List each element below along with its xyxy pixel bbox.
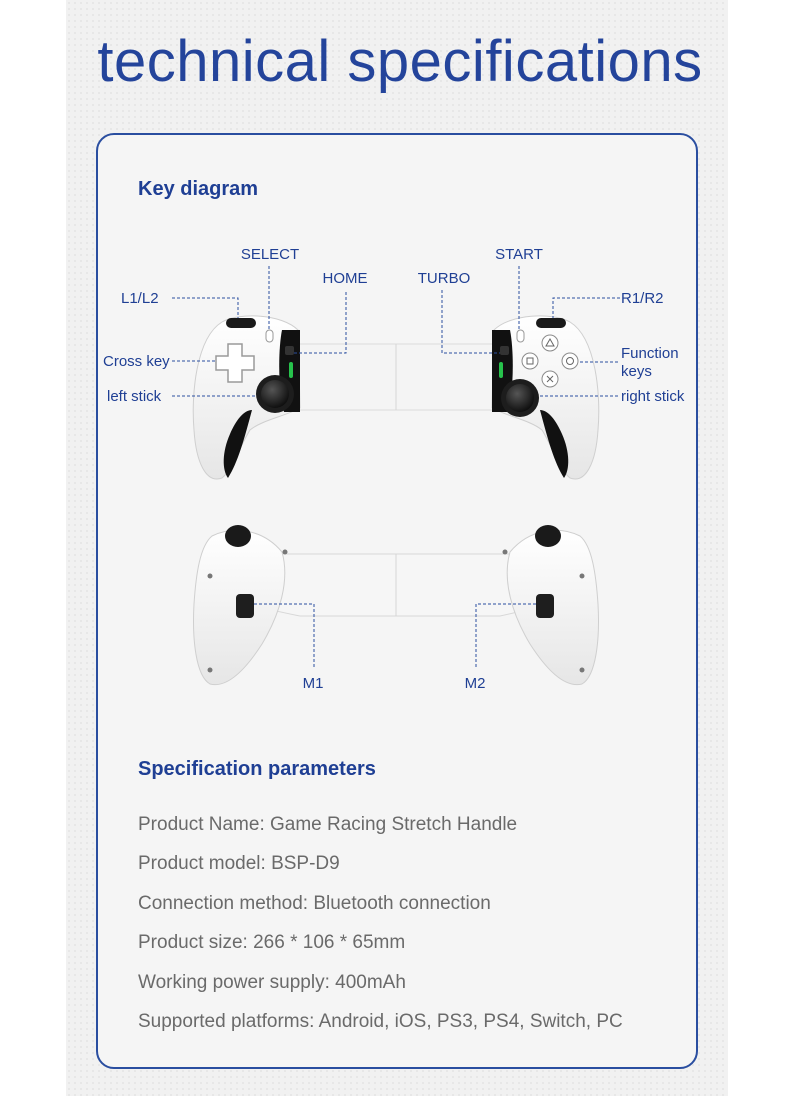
spec-params-title: Specification parameters <box>138 758 376 780</box>
label-cross-key: Cross key <box>103 353 170 370</box>
spec-product-size: Product size: 266 * 106 * 65mm <box>138 932 406 954</box>
back-screw-3 <box>207 573 213 579</box>
label-l1l2: L1/L2 <box>121 290 159 307</box>
left-led <box>289 362 293 378</box>
cross-key[interactable] <box>215 343 255 383</box>
right-stick[interactable] <box>506 384 534 412</box>
label-m1: M1 <box>303 675 324 692</box>
back-screw-1 <box>282 549 288 555</box>
start-button[interactable] <box>516 329 525 343</box>
cross-icon <box>546 375 554 383</box>
leader-home <box>294 292 347 354</box>
circle-button[interactable] <box>561 352 579 370</box>
label-function-keys-2: keys <box>621 363 652 380</box>
back-screw-2 <box>502 549 508 555</box>
label-start: START <box>495 246 543 263</box>
spec-power-supply: Working power supply: 400mAh <box>138 971 406 993</box>
right-led <box>499 362 503 378</box>
left-grip <box>192 315 301 480</box>
spec-list: Product Name: Game Racing Stretch Handle… <box>138 812 698 1048</box>
left-grip-accent <box>223 410 252 478</box>
label-m2: M2 <box>465 675 486 692</box>
turbo-button[interactable] <box>500 346 509 355</box>
spec-product-name: Product Name: Game Racing Stretch Handle <box>138 814 518 835</box>
m1-button[interactable] <box>236 594 254 618</box>
spec-platforms: Supported platforms: Android, iOS, PS3, … <box>138 1010 623 1032</box>
label-select: SELECT <box>241 246 299 263</box>
left-stick[interactable] <box>261 380 289 408</box>
page-title: technical specifications <box>97 29 703 94</box>
controller-diagram: SELECT START HOME TURBO L1/L2 R1/R2 Cros… <box>103 246 685 692</box>
label-function-keys-1: Function <box>621 345 679 362</box>
triangle-icon <box>545 337 555 347</box>
leader-l1l2 <box>172 297 239 318</box>
leader-m1 <box>254 603 315 668</box>
label-turbo: TURBO <box>418 270 471 287</box>
back-screw-6 <box>579 667 585 673</box>
square-icon <box>526 357 534 365</box>
key-diagram-title: Key diagram <box>138 178 259 200</box>
back-left-trigger[interactable] <box>225 525 251 547</box>
controller-front-view <box>172 266 620 480</box>
label-right-stick: right stick <box>621 388 685 405</box>
label-r1r2: R1/R2 <box>621 290 664 307</box>
back-screw-4 <box>579 573 585 579</box>
label-home: HOME <box>323 270 368 287</box>
leader-turbo <box>441 290 500 354</box>
l1-l2-button[interactable] <box>226 318 256 328</box>
controller-back-view <box>193 525 599 686</box>
square-button[interactable] <box>521 352 539 370</box>
leader-m2 <box>475 603 536 668</box>
circle-icon <box>566 357 574 365</box>
label-left-stick: left stick <box>107 388 162 405</box>
home-button[interactable] <box>285 346 294 355</box>
spec-product-model: Product model: BSP-D9 <box>138 853 340 875</box>
triangle-button[interactable] <box>541 334 559 352</box>
right-grip <box>491 315 600 480</box>
m2-button[interactable] <box>536 594 554 618</box>
back-right-trigger[interactable] <box>535 525 561 547</box>
leader-r1r2 <box>552 297 620 318</box>
spec-connection-method: Connection method: Bluetooth connection <box>138 892 491 914</box>
r1-r2-button[interactable] <box>536 318 566 328</box>
back-screw-5 <box>207 667 213 673</box>
right-grip-accent <box>540 410 569 478</box>
select-button[interactable] <box>265 329 274 343</box>
